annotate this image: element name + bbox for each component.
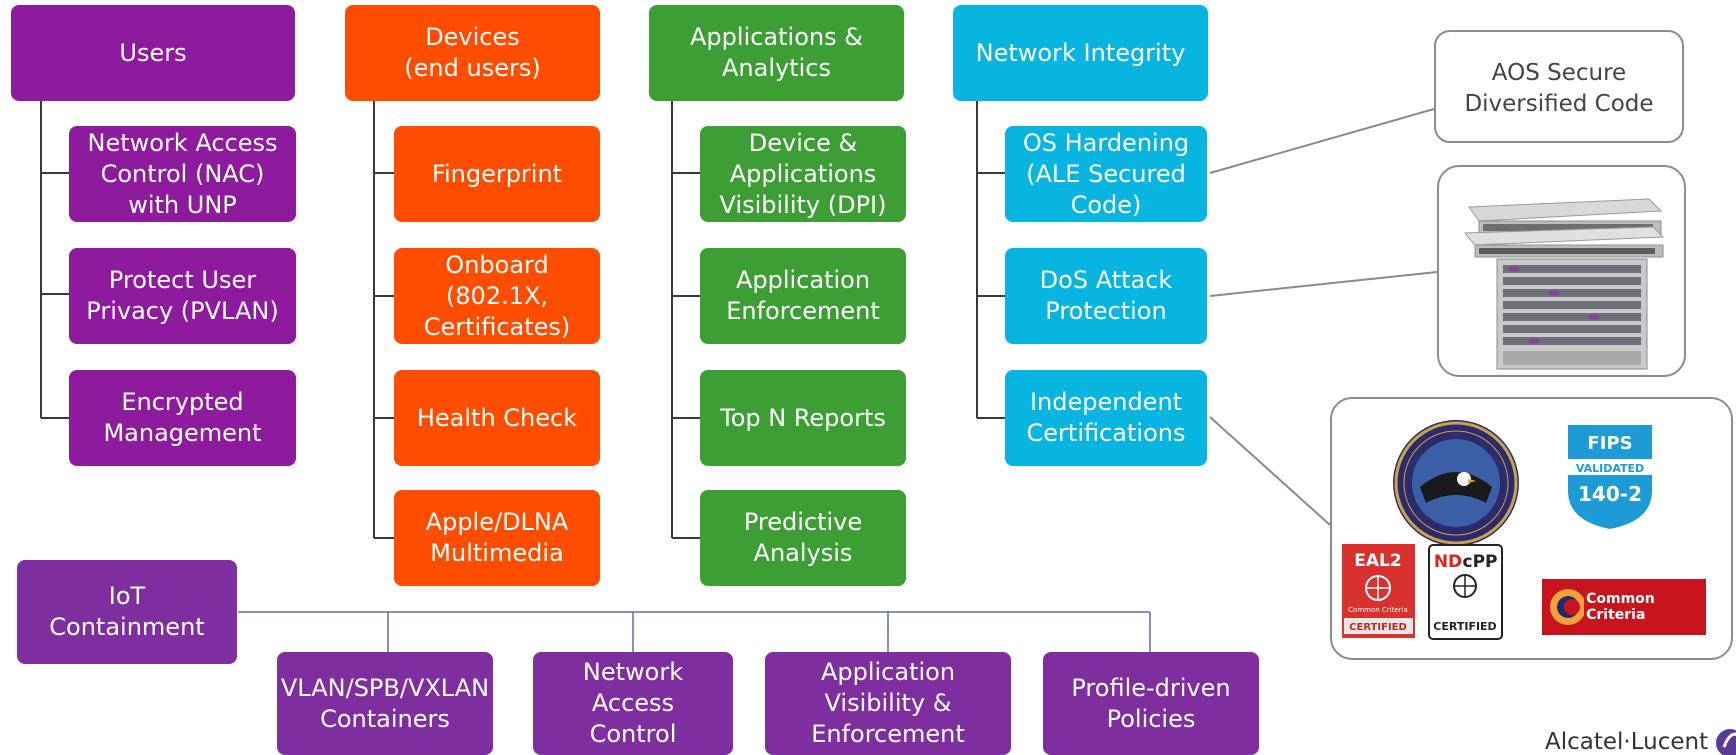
common-criteria-icon xyxy=(1550,589,1585,625)
common-criteria-text: Common Criteria xyxy=(1586,591,1655,623)
iot-item-nac: Network Access Control xyxy=(533,652,733,755)
disa-seal-icon xyxy=(1393,420,1519,546)
integrity-item-os: OS Hardening (ALE Secured Code) xyxy=(1005,126,1207,222)
devices-item-health: Health Check xyxy=(394,370,600,466)
users-header: Users xyxy=(11,5,295,101)
network-switch-image xyxy=(1463,198,1665,370)
integrity-header: Network Integrity xyxy=(953,5,1208,101)
brand-mark-icon xyxy=(1716,728,1736,755)
apps-header: Applications & Analytics xyxy=(649,5,904,101)
devices-item-onboard: Onboard (802.1X, Certificates) xyxy=(394,248,600,344)
fips-validated: VALIDATED xyxy=(1576,462,1644,475)
users-item-nac: Network Access Control (NAC) with UNP xyxy=(69,126,296,222)
integrity-item-dos: DoS Attack Protection xyxy=(1005,248,1207,344)
ndcpp-title-a: ND xyxy=(1434,552,1462,572)
apps-item-topn: Top N Reports xyxy=(700,370,906,466)
eal2-title: EAL2 xyxy=(1354,551,1401,571)
devices-item-apple: Apple/DLNA Multimedia xyxy=(394,490,600,586)
devices-item-fingerprint: Fingerprint xyxy=(394,126,600,222)
users-item-encrypted: Encrypted Management xyxy=(69,370,296,466)
aos-callout: AOS Secure Diversified Code xyxy=(1434,30,1684,143)
brand-text: Alcatel·Lucent xyxy=(1545,728,1709,755)
eal2-certified: CERTIFIED xyxy=(1349,622,1407,633)
eal2-subtitle: Common Criteria xyxy=(1348,606,1408,614)
certifications-callout: FIPS VALIDATED 140-2 EAL2 Common Criteri… xyxy=(1330,397,1733,660)
iot-item-containers: VLAN/SPB/VXLAN Containers xyxy=(277,652,493,755)
iot-item-policies: Profile-driven Policies xyxy=(1043,652,1259,755)
integrity-item-certs: Independent Certifications xyxy=(1005,370,1207,466)
brand-logo: Alcatel·Lucent xyxy=(1545,728,1736,755)
fips-title: FIPS xyxy=(1587,433,1632,454)
ndcpp-badge-icon: ND cPP CERTIFIED xyxy=(1428,544,1503,640)
apps-item-dpi: Device & Applications Visibility (DPI) xyxy=(700,126,906,222)
switch-image-callout xyxy=(1437,165,1686,377)
devices-header: Devices (end users) xyxy=(345,5,600,101)
iot-item-visibility: Application Visibility & Enforcement xyxy=(765,652,1011,755)
aos-callout-label: AOS Secure Diversified Code xyxy=(1464,60,1654,117)
eal2-badge-icon: EAL2 Common Criteria CERTIFIED xyxy=(1342,544,1415,638)
fips-number: 140-2 xyxy=(1578,482,1642,506)
apps-item-enforcement: Application Enforcement xyxy=(700,248,906,344)
ndcpp-certified: CERTIFIED xyxy=(1433,620,1496,633)
ndcpp-title-b: cPP xyxy=(1463,552,1498,572)
users-item-pvlan: Protect User Privacy (PVLAN) xyxy=(69,248,296,344)
common-criteria-logo: Common Criteria xyxy=(1542,579,1706,635)
fips-badge-icon: FIPS VALIDATED 140-2 xyxy=(1568,425,1652,529)
iot-header: IoT Containment xyxy=(17,560,237,664)
apps-item-predictive: Predictive Analysis xyxy=(700,490,906,586)
